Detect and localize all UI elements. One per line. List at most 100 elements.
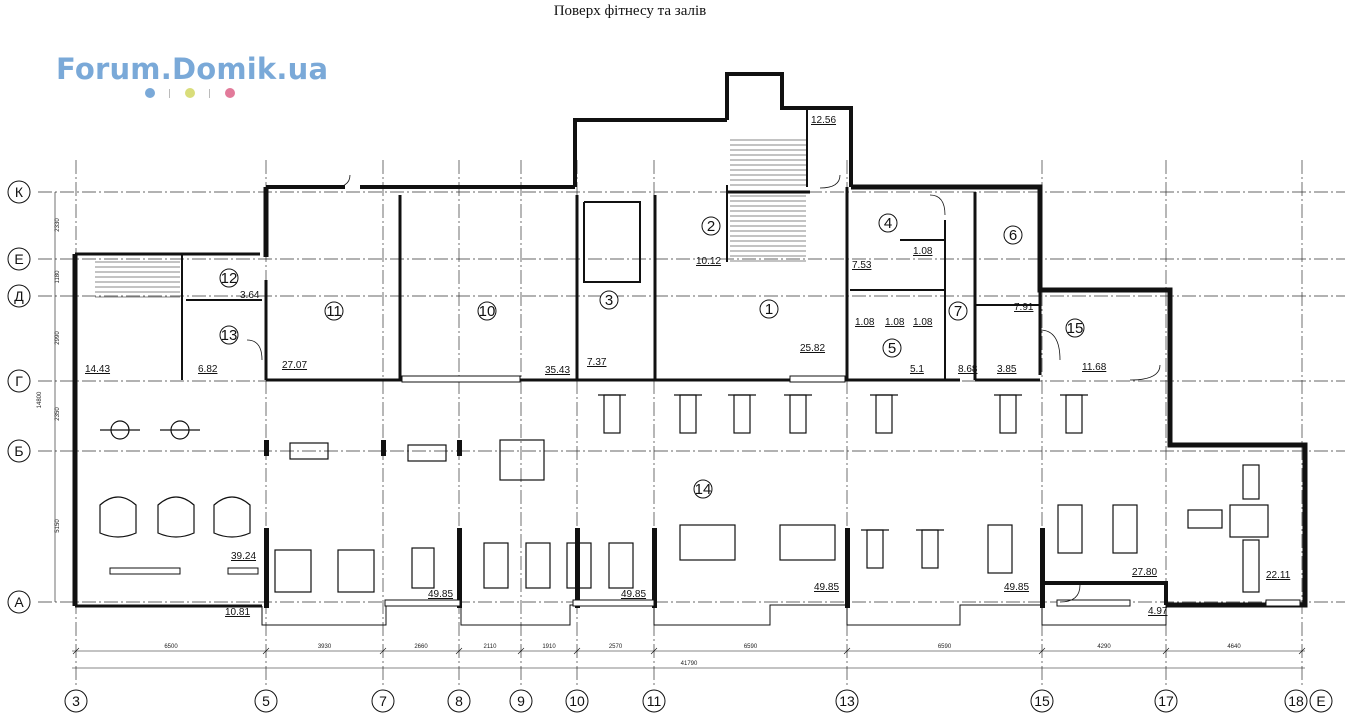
room-area: 1.08: [855, 317, 875, 328]
axis-label-10: 10: [569, 693, 585, 709]
column: [1040, 528, 1045, 608]
axis-label-9: 9: [517, 693, 525, 709]
room-area: 1.08: [913, 246, 933, 257]
room-area: 7.37: [587, 357, 607, 368]
room-number-13: 13: [221, 327, 238, 344]
dimension-value: 2990: [55, 331, 61, 345]
room-area: 6.82: [198, 364, 218, 375]
dim-tick: [1298, 647, 1306, 655]
axis-bubble-11: [642, 689, 666, 713]
equipment-machine: [157, 496, 195, 538]
equipment-bench: [289, 442, 329, 460]
wall: [573, 118, 727, 187]
room-number-bubble: [693, 479, 713, 499]
room-area: 7.53: [852, 260, 872, 271]
column: [264, 440, 269, 456]
equipment-treadmill: [483, 542, 509, 589]
room-number-4: 4: [884, 215, 892, 232]
window: [401, 375, 521, 383]
room-area: 12.56: [811, 115, 836, 126]
axis-label-7: 7: [379, 693, 387, 709]
window: [227, 567, 259, 575]
window: [789, 375, 846, 383]
window: [384, 599, 461, 607]
wall: [851, 184, 1308, 608]
axis-label-18: 18: [1288, 693, 1304, 709]
dim-tick: [573, 647, 581, 655]
room-area: 5.1: [910, 364, 924, 375]
equipment-machine: [1229, 504, 1269, 538]
room-number-11: 11: [326, 303, 342, 320]
room-number-10: 10: [479, 303, 496, 320]
dimension-value: 6590: [744, 644, 758, 650]
equipment-machine: [499, 439, 545, 481]
equipment-bench: [921, 529, 939, 569]
window: [1056, 599, 1131, 607]
window: [109, 567, 181, 575]
axis-label-11: 11: [647, 693, 662, 709]
equipment-machine: [1242, 464, 1260, 500]
equipment-bench: [999, 394, 1017, 434]
window: [572, 599, 655, 607]
equipment-treadmill: [608, 542, 634, 589]
room-number-bubble: [1065, 318, 1085, 338]
equipment-bench: [875, 394, 893, 434]
dimension-total: 41790: [681, 661, 698, 667]
equipment-machine: [779, 524, 836, 561]
equipment-treadmill: [566, 542, 592, 589]
dim-tick: [1162, 647, 1170, 655]
room-area: 1.08: [913, 317, 933, 328]
room-number-12: 12: [221, 270, 238, 287]
axis-bubble-А: [7, 590, 31, 614]
dimension-value: 14800: [37, 391, 43, 408]
axis-label-К: К: [15, 184, 24, 200]
dimension-value: 1910: [542, 644, 556, 650]
equipment-machine: [337, 549, 375, 593]
dim-tick: [455, 647, 463, 655]
dim-tick: [650, 647, 658, 655]
equipment-machine: [411, 547, 435, 589]
axis-bubble-7: [371, 689, 395, 713]
door-swing: [1129, 364, 1161, 381]
equipment-bench: [1187, 509, 1223, 529]
axis-bubble-17: [1154, 689, 1178, 713]
door-swing: [1039, 329, 1061, 361]
dim-tick: [379, 647, 387, 655]
axis-label-5: 5: [262, 693, 270, 709]
dimension-value: 6590: [938, 644, 952, 650]
room-area: 8.68: [958, 364, 978, 375]
room-number-5: 5: [888, 340, 896, 357]
room-area: 3.64: [240, 290, 260, 301]
room-number-15: 15: [1067, 320, 1084, 337]
dim-tick: [517, 647, 525, 655]
equipment-machine: [987, 524, 1013, 574]
room-number-bubble: [599, 290, 619, 310]
equipment-machine: [213, 496, 251, 538]
room-number-bubble: [878, 213, 898, 233]
walls: [72, 72, 1308, 626]
dimension-value: 3930: [318, 644, 332, 650]
forum-domik-logo[interactable]: Forum.Domik.ua: [56, 52, 329, 86]
room-number-bubble: [759, 299, 779, 319]
dimension-value: 2660: [414, 644, 428, 650]
equipment-bench: [866, 529, 884, 569]
room-area: 35.43: [545, 365, 570, 376]
dim-tick: [843, 647, 851, 655]
room-area: 49.85: [1004, 582, 1029, 593]
equipment-machine: [679, 524, 736, 561]
room-number-3: 3: [605, 292, 613, 309]
dimension-value: 2350: [55, 407, 61, 421]
room-number-6: 6: [1009, 227, 1017, 244]
axis-bubble-10: [565, 689, 589, 713]
logo-dots: [145, 88, 245, 100]
axis-label-Г: Г: [15, 373, 23, 389]
axis-label-Б: Б: [14, 443, 23, 459]
axis-label-8: 8: [455, 693, 463, 709]
column: [457, 528, 462, 608]
axis-bubble-3: [64, 689, 88, 713]
axis-bubble-5: [254, 689, 278, 713]
axis-label-17: 17: [1158, 693, 1174, 709]
dimension-value: 5150: [55, 519, 61, 533]
